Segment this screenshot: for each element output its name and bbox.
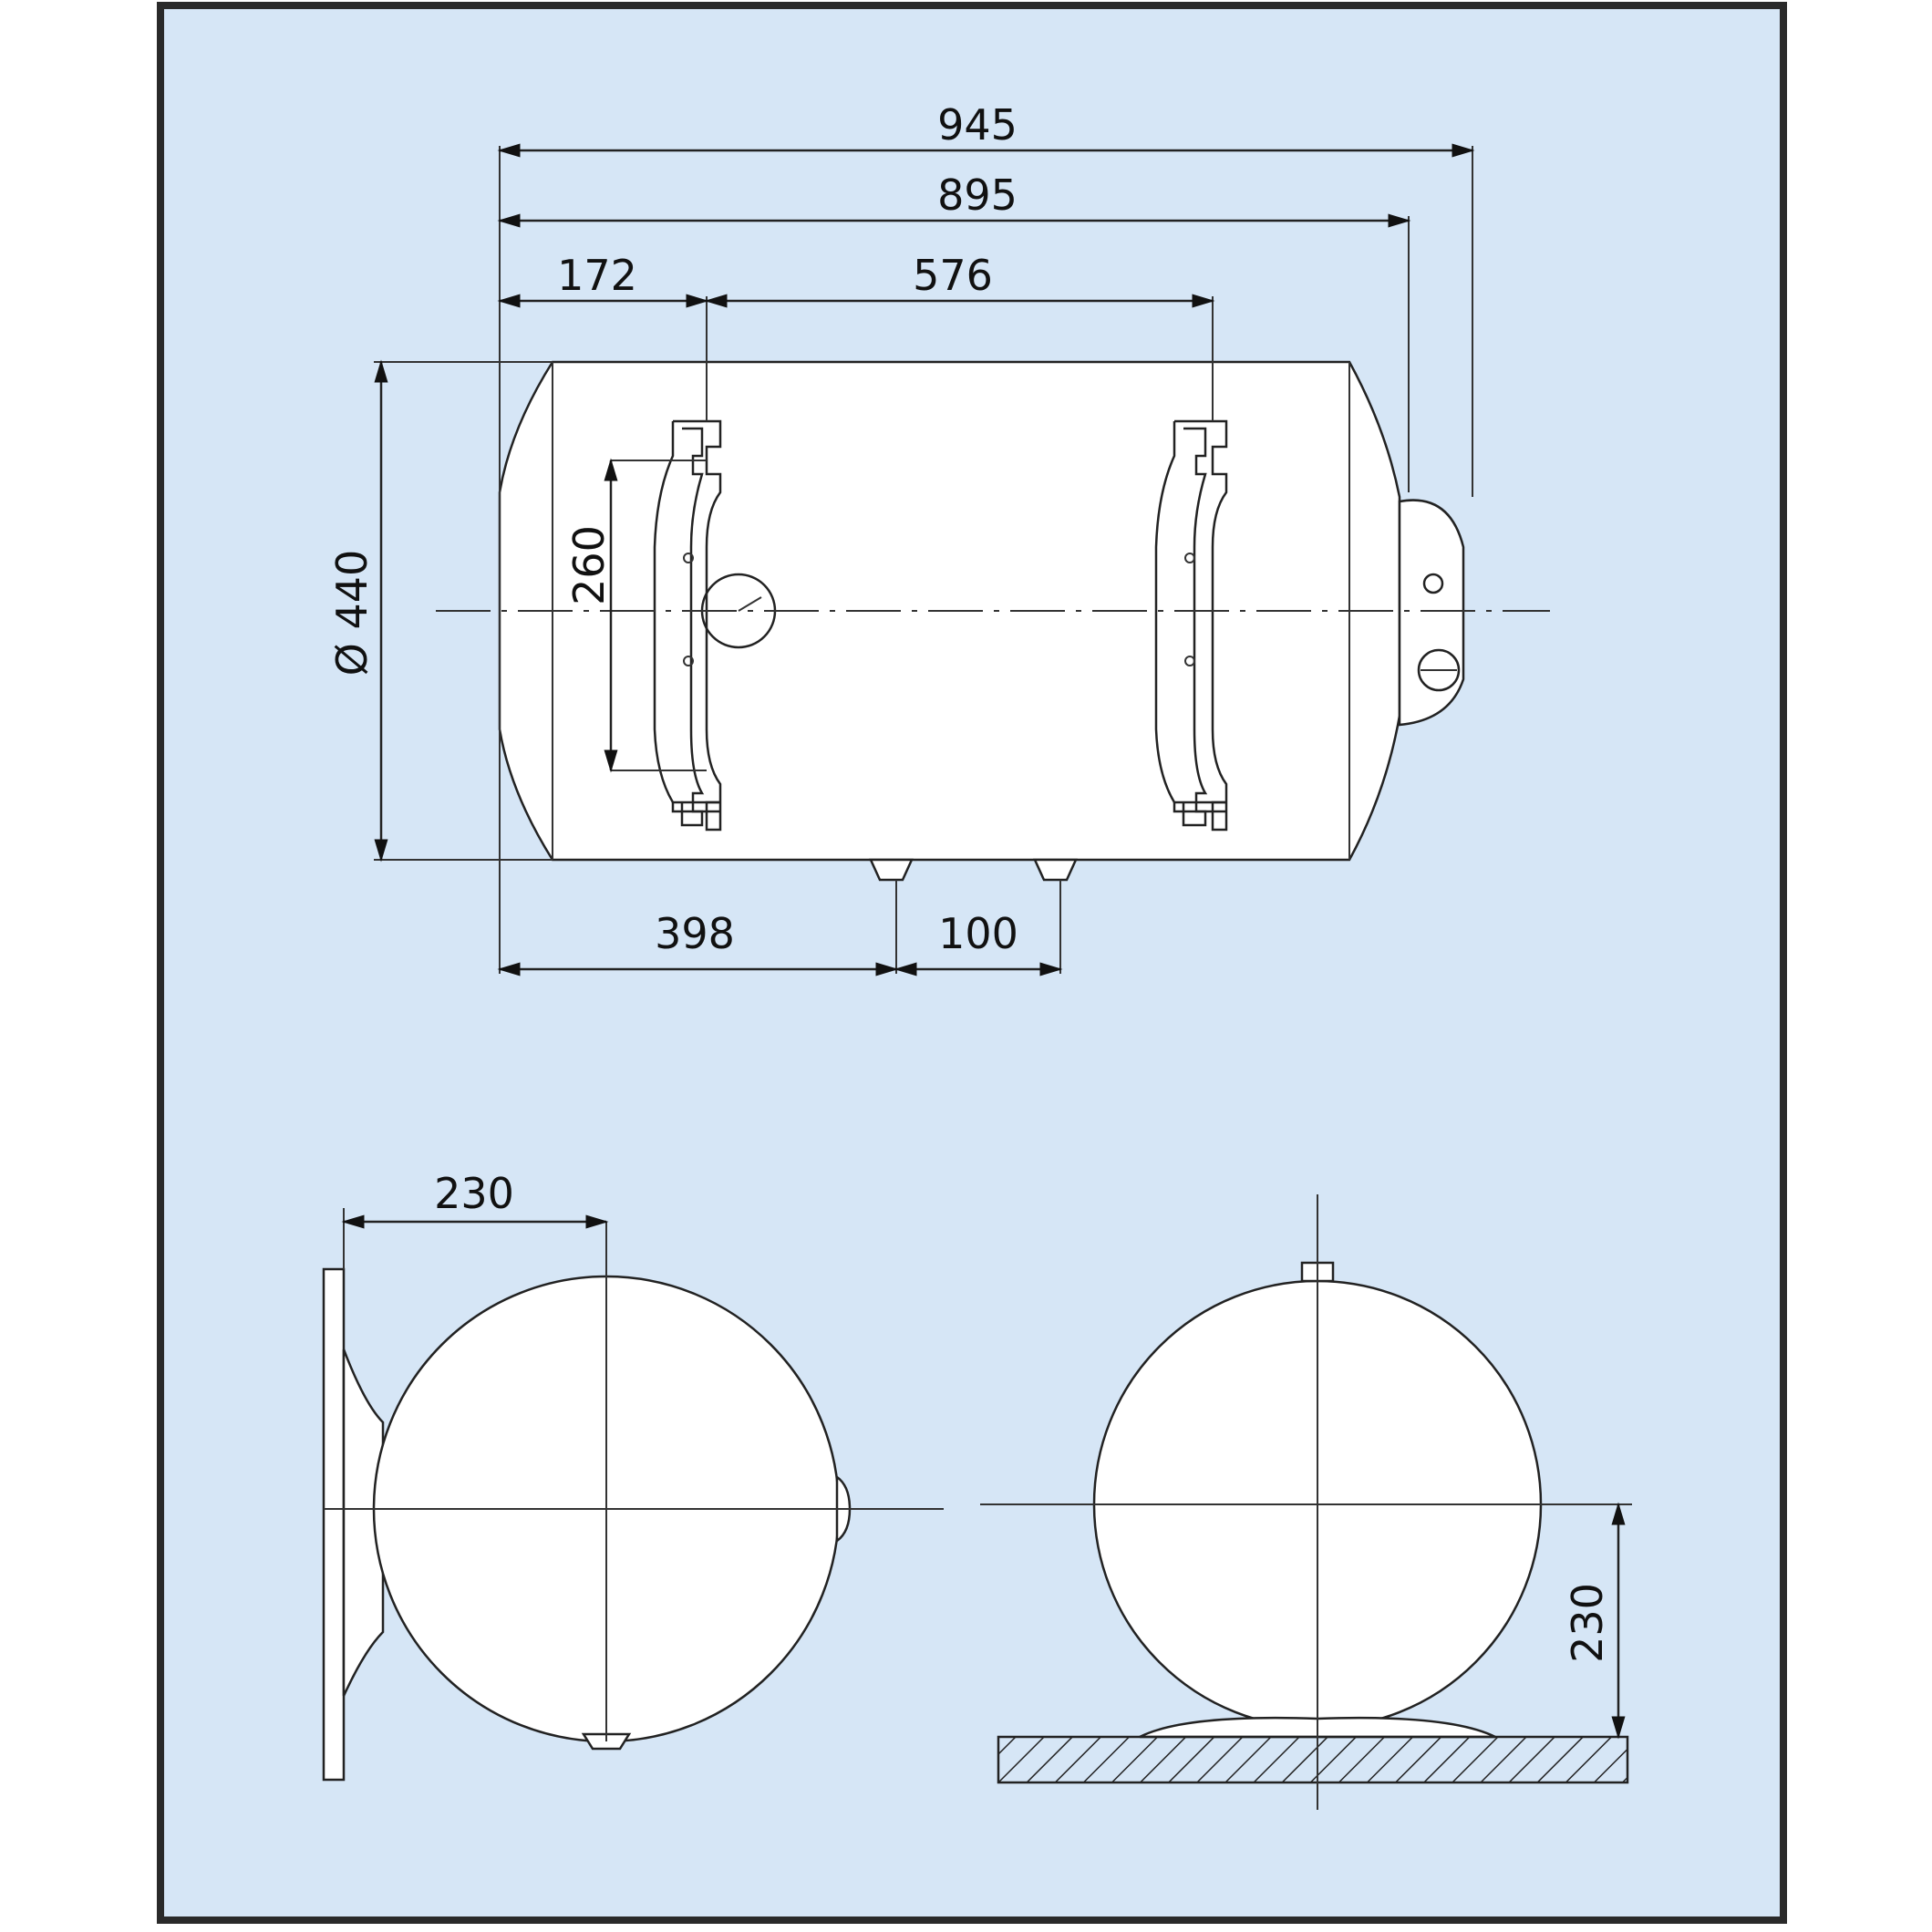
dim-bracket-spacing: 576 — [913, 251, 993, 300]
dim-pipe-spacing: 100 — [938, 909, 1018, 958]
dim-wall-offset: 230 — [434, 1169, 514, 1218]
thermostat-cap — [1398, 499, 1465, 727]
dim-floor-height: 230 — [1563, 1583, 1612, 1663]
front-view: 945 895 172 576 Ø 440 260 398 100 — [327, 100, 1550, 976]
wall-bracket — [342, 1348, 385, 1697]
wall-plate — [322, 1267, 346, 1782]
side-view-wall: 230 — [322, 1169, 944, 1782]
dim-pipe-offset: 398 — [655, 909, 735, 958]
control-knob-icon — [1422, 573, 1444, 594]
dim-bracket-offset: 172 — [557, 251, 637, 300]
dim-diameter: Ø 440 — [327, 550, 377, 677]
floor-base-hatched — [997, 1735, 1629, 1784]
dim-tank-length: 895 — [937, 170, 1018, 220]
pipe-outlet-right — [1033, 858, 1078, 882]
dim-overall-length: 945 — [937, 100, 1018, 150]
pipe-outlet-left — [869, 858, 914, 882]
dim-bracket-slot-height: 260 — [564, 525, 614, 605]
mounting-bracket-left — [653, 419, 722, 832]
side-view-floor: 230 — [980, 1194, 1632, 1810]
mounting-bracket-right — [1154, 419, 1228, 832]
